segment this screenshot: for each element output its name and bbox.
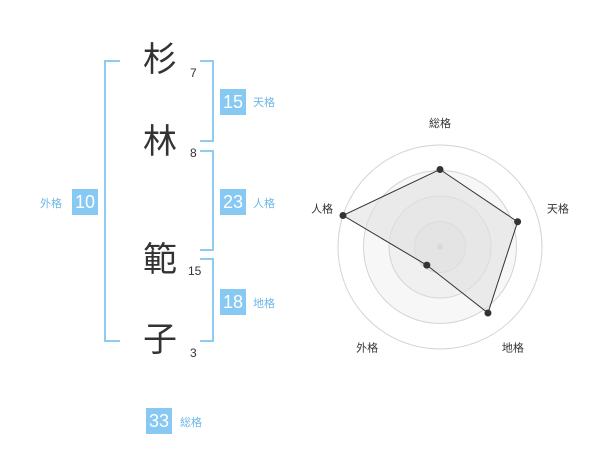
stroke-count-3: 15 bbox=[188, 264, 202, 278]
stroke-count-4: 3 bbox=[190, 346, 197, 360]
gaikaku-bracket bbox=[104, 60, 120, 342]
chikaku-value: 18 bbox=[220, 289, 247, 315]
name-char-1: 杉 bbox=[143, 40, 177, 80]
radar-point-1 bbox=[436, 165, 444, 173]
radar-point-3 bbox=[484, 309, 492, 317]
tenkaku-label: 天格 bbox=[253, 96, 275, 109]
name-char-3: 範 bbox=[143, 240, 177, 280]
radar-point-2 bbox=[514, 218, 522, 226]
radar-series-polygon bbox=[341, 168, 519, 314]
radar-axis-label-3: 地格 bbox=[502, 340, 524, 354]
gaikaku-value: 10 bbox=[72, 189, 99, 215]
radar-axis-label-1: 総格 bbox=[429, 116, 451, 130]
radar-point-5 bbox=[339, 211, 347, 219]
radar-axis-label-4: 外格 bbox=[356, 340, 378, 354]
radar-axis-label-5: 人格 bbox=[311, 202, 333, 216]
tenkaku-value: 15 bbox=[220, 89, 247, 115]
name-char-4: 子 bbox=[143, 320, 177, 360]
jinkaku-bracket bbox=[200, 150, 214, 251]
jinkaku-value: 23 bbox=[220, 189, 247, 215]
soukaku-label: 総格 bbox=[180, 416, 202, 429]
name-char-2: 林 bbox=[143, 122, 177, 162]
jinkaku-label: 人格 bbox=[253, 197, 275, 210]
stroke-count-2: 8 bbox=[190, 146, 197, 160]
stroke-count-1: 7 bbox=[190, 66, 197, 80]
radar-point-4 bbox=[423, 261, 431, 269]
soukaku-value: 33 bbox=[146, 408, 173, 434]
radar-axis-label-2: 天格 bbox=[547, 202, 569, 216]
chikaku-bracket bbox=[200, 258, 214, 342]
tenkaku-bracket bbox=[200, 60, 214, 142]
chikaku-label: 地格 bbox=[253, 297, 275, 310]
gaikaku-label: 外格 bbox=[40, 197, 62, 210]
